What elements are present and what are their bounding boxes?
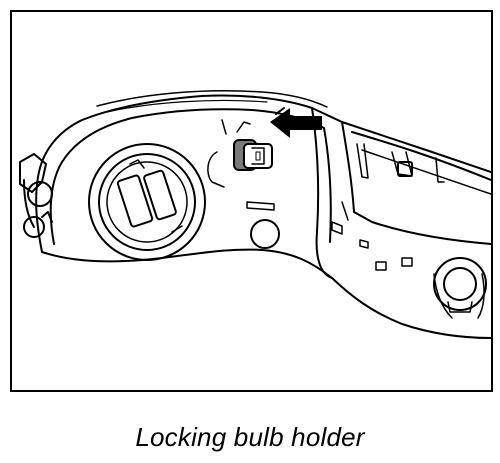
- figure-caption: Locking bulb holder: [135, 422, 365, 452]
- bulb-socket-secondary: [433, 257, 487, 319]
- headlamp-housing: [35, 90, 491, 339]
- diagram-frame: [10, 10, 493, 392]
- housing-lower-details: [221, 119, 280, 249]
- locking-bulb-holder: [207, 139, 273, 188]
- mounting-bracket-left: [19, 153, 53, 238]
- bulb-socket-main: [88, 143, 206, 261]
- housing-right-details: [331, 143, 445, 271]
- left-arrow-icon: [270, 107, 322, 138]
- headlamp-diagram: [19, 90, 491, 339]
